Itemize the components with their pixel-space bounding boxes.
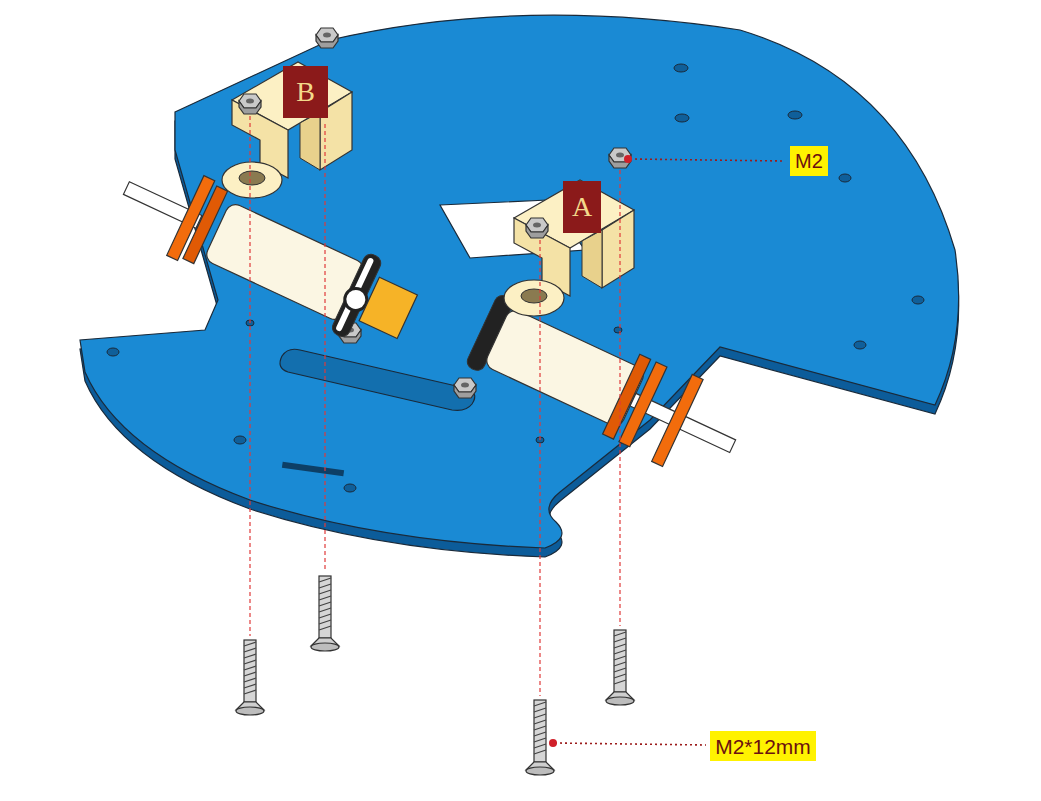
plate-slit [282, 462, 344, 477]
hex-nut [239, 94, 261, 114]
hole [234, 436, 246, 444]
mount-plate [619, 362, 667, 447]
hex-nut [526, 218, 548, 238]
assembly-guides [250, 116, 620, 696]
screw-m2x12 [311, 576, 339, 651]
plate-holes [107, 64, 924, 492]
hole [788, 111, 802, 119]
hex-nut [316, 28, 338, 48]
callout-label: M2*12mm [710, 731, 816, 761]
guide-line [324, 124, 325, 572]
leader-line [630, 159, 784, 161]
motor-a [461, 286, 753, 490]
plate-slot [280, 349, 475, 410]
leader-line [555, 743, 706, 745]
guide-line [249, 116, 250, 636]
mount-plate [652, 374, 703, 466]
leader-dot [624, 155, 632, 163]
hex-nut [609, 148, 631, 168]
screw-m2x12 [606, 630, 634, 705]
bracket-a [504, 180, 634, 316]
callout-leaders [549, 155, 784, 747]
hole [675, 114, 689, 122]
hole [912, 296, 924, 304]
hole [674, 64, 688, 72]
hole [854, 341, 866, 349]
screw-m2x12 [526, 700, 554, 775]
screw-m2x12 [236, 640, 264, 715]
callout-label: M2 [790, 146, 828, 176]
hole [344, 484, 356, 492]
hole [839, 174, 851, 182]
leader-dot [549, 739, 557, 747]
hex-nut [454, 378, 476, 398]
chassis-plate [80, 15, 959, 548]
hole [107, 348, 119, 356]
hole [614, 327, 622, 333]
part-letter: A [563, 181, 601, 233]
part-letter: B [283, 66, 328, 118]
bracket-b [222, 62, 352, 198]
guide-line [619, 170, 620, 626]
gear-box [359, 277, 417, 338]
guide-line [539, 240, 540, 696]
